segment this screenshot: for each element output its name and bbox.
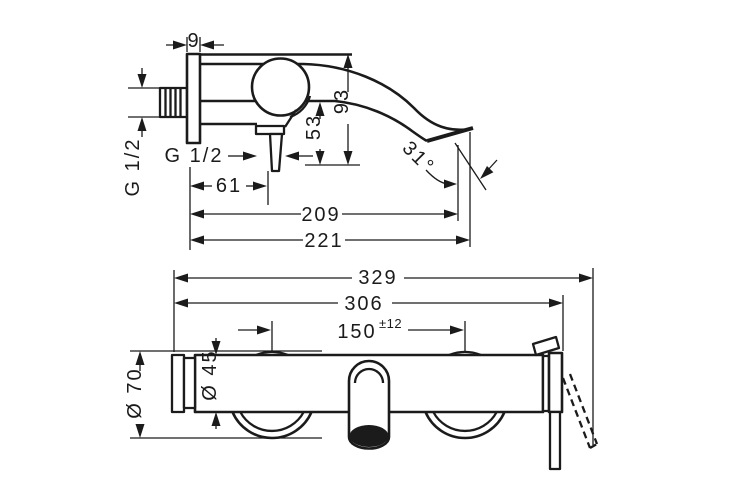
dim-outlet-offset: 61 xyxy=(189,167,269,250)
dim-total-reach-label: 221 xyxy=(304,230,343,252)
dim-outlet-height: 53 xyxy=(303,102,325,165)
dim-connection-centers-label: 150 xyxy=(337,321,376,343)
side-view: 9 G 1/2 G 1/2 61 xyxy=(122,30,498,252)
left-end-cap xyxy=(170,353,186,414)
dim-connection-centers: 150 ±12 xyxy=(238,316,466,351)
dim-total-reach: 221 xyxy=(190,132,471,252)
dim-outlet-thread: G 1/2 xyxy=(165,145,313,167)
dim-body-width-label: 306 xyxy=(344,293,383,315)
dim-inlet-thread-label: G 1/2 xyxy=(122,138,144,197)
dim-escutcheon-diameter-label: Ø 70 xyxy=(124,367,146,418)
dim-spout-reach: 209 xyxy=(190,145,459,226)
dim-spout-angle: 31° xyxy=(398,137,498,189)
spout-outlet-opening xyxy=(349,425,389,447)
dim-outlet-thread-label: G 1/2 xyxy=(165,145,224,167)
lower-outlet-stem xyxy=(268,132,284,173)
dim-plate-depth: 9 xyxy=(166,30,224,52)
dim-plate-depth-label: 9 xyxy=(187,30,200,52)
dim-body-diameter-label: Ø 45 xyxy=(199,349,221,400)
spout-outlet-face xyxy=(426,126,474,143)
front-view: 329 306 150 ±12 Ø 45 xyxy=(124,267,599,471)
spout-top-curve xyxy=(200,62,472,132)
dim-connection-tolerance-label: ±12 xyxy=(379,316,402,331)
dim-escutcheon-diameter: Ø 70 xyxy=(124,350,322,439)
dim-outlet-height-label: 53 xyxy=(303,114,325,140)
handle-cap xyxy=(547,351,564,414)
left-end-nut xyxy=(182,356,197,410)
dim-total-width-label: 329 xyxy=(358,267,397,289)
knob-chamfer xyxy=(284,109,297,128)
dim-outlet-offset-label: 61 xyxy=(216,175,242,197)
dim-total-width: 329 xyxy=(173,267,594,445)
threaded-nipple xyxy=(158,86,189,119)
cartridge-knob xyxy=(250,57,311,117)
handle-stub-up-position xyxy=(531,335,561,357)
spout-bend-inner-arc xyxy=(353,367,385,384)
handle-lever-down-position xyxy=(548,410,562,471)
dim-spout-reach-label: 209 xyxy=(301,204,340,226)
right-union-nut-arc xyxy=(432,411,498,433)
spout-underside-curve xyxy=(200,99,428,143)
dim-body-diameter: Ø 45 xyxy=(199,338,221,429)
left-union-nut-arc xyxy=(239,411,305,433)
handle-lever-swing-dashed xyxy=(561,373,599,449)
left-union-bottom-arc xyxy=(231,411,313,440)
right-union-bottom-arc xyxy=(424,411,506,440)
dim-body-width: 306 xyxy=(174,293,564,351)
dim-inlet-thread: G 1/2 xyxy=(122,68,160,196)
dim-spout-angle-label: 31° xyxy=(398,137,439,178)
dim-total-height-label: 93 xyxy=(331,88,353,114)
outlet-bracket xyxy=(254,124,286,136)
wall-plate xyxy=(185,52,202,145)
dim-total-height: 93 xyxy=(305,54,360,166)
